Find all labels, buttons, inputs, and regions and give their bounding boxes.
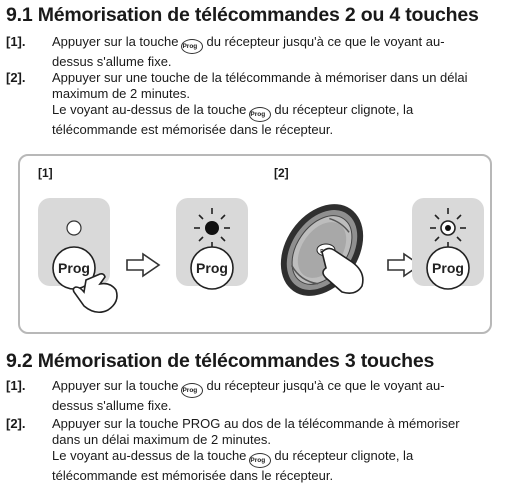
illustration-label-1: [1] — [38, 166, 53, 180]
led-blinking-icon — [430, 208, 466, 248]
section-title-9-1: 9.1 Mémorisation de télécommandes 2 ou 4… — [6, 4, 479, 26]
prog-button-label: Prog — [196, 260, 228, 276]
receiver-led-off-illustration: Prog — [38, 198, 118, 314]
receiver-led-blinking-illustration: Prog — [412, 198, 484, 290]
step-text: Appuyer sur la touche PROG au dos de la … — [52, 416, 460, 483]
arrow-right-icon — [126, 252, 161, 278]
prog-button-label: Prog — [58, 260, 90, 276]
section-title-9-2: 9.2 Mémorisation de télécommandes 3 touc… — [6, 350, 435, 372]
receiver-led-lit-illustration: Prog — [176, 198, 248, 290]
illustration-label-2: [2] — [274, 166, 289, 180]
prog-button-icon: Prog — [249, 453, 272, 468]
step-number: [2]. — [6, 416, 26, 431]
prog-button-icon: Prog — [249, 107, 272, 122]
pointing-hand-icon — [72, 273, 118, 314]
prog-button-icon: Prog — [181, 39, 204, 54]
prog-button-icon: Prog — [181, 383, 204, 398]
illustration-panel: [1] [2] Prog Prog — [18, 154, 492, 334]
step-number: [1]. — [6, 34, 26, 49]
step-number: [1]. — [6, 378, 26, 393]
remote-control-illustration: Prog — [280, 204, 364, 296]
step-number: [2]. — [6, 70, 26, 85]
pressing-finger-icon — [321, 247, 364, 294]
prog-button-label: Prog — [432, 260, 464, 276]
step-text: Appuyer sur une touche de la télécommand… — [52, 70, 468, 137]
